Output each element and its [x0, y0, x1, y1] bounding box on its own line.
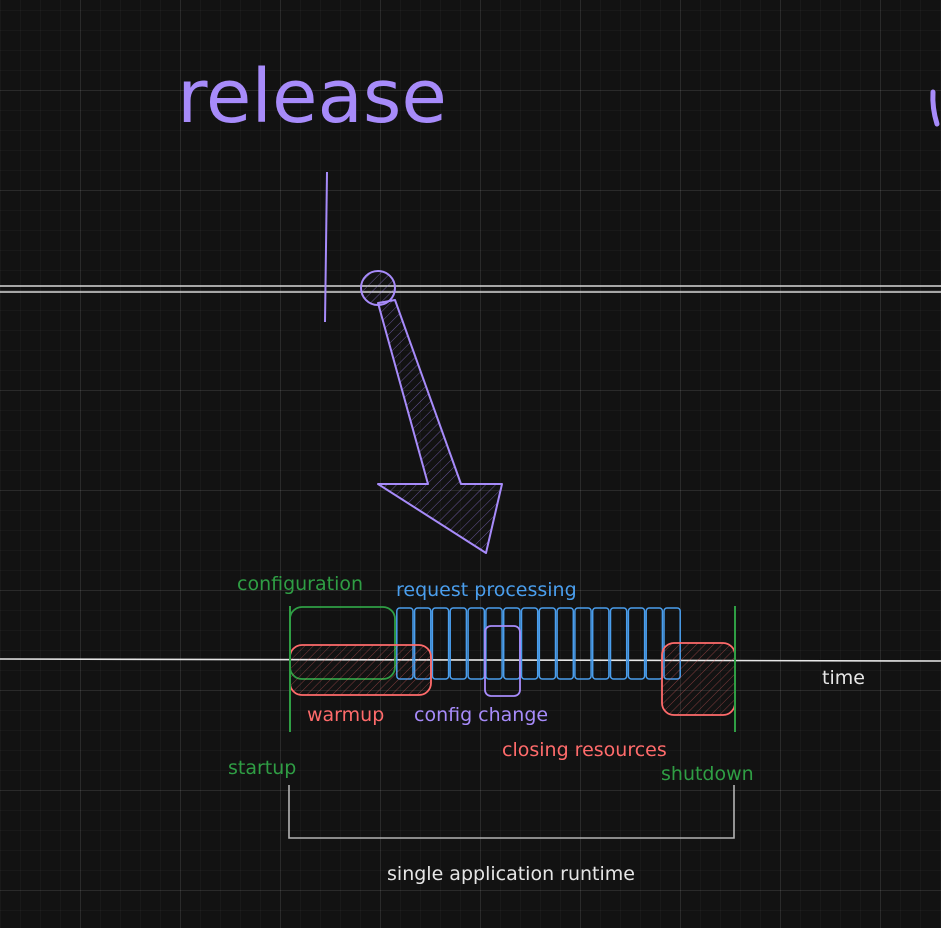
- warmup-box: [289, 644, 432, 696]
- request-block: [574, 607, 592, 680]
- request-block: [485, 607, 503, 680]
- time-axis-label: time: [822, 667, 865, 689]
- request-block: [431, 607, 450, 680]
- request-block: [467, 607, 486, 680]
- request-block: [591, 607, 610, 680]
- config-change-box: [484, 625, 521, 697]
- request-processing-blocks: [396, 607, 681, 680]
- request-block: [449, 607, 468, 680]
- request-block: [609, 607, 628, 680]
- request-block: [502, 607, 521, 680]
- zoom-arrow: [377, 299, 503, 554]
- request-processing-label: request processing: [396, 579, 577, 601]
- configuration-label: configuration: [237, 573, 363, 595]
- runtime-label: single application runtime: [387, 863, 635, 885]
- release-title: release: [177, 54, 447, 140]
- warmup-label: warmup: [307, 704, 384, 726]
- request-block: [556, 607, 575, 680]
- request-block: [627, 607, 646, 680]
- offscreen-title-fragment: [930, 89, 940, 127]
- time-axis: [0, 658, 941, 662]
- runtime-bracket: [288, 785, 735, 839]
- shutdown-label: shutdown: [661, 763, 754, 785]
- closing-resources-box: [661, 642, 736, 716]
- request-block: [645, 607, 664, 680]
- release-marker-line: [324, 171, 328, 323]
- request-block: [520, 607, 539, 680]
- request-block: [538, 607, 557, 680]
- config-change-label: config change: [414, 704, 548, 726]
- startup-label: startup: [228, 757, 296, 779]
- closing-resources-label: closing resources: [502, 739, 667, 761]
